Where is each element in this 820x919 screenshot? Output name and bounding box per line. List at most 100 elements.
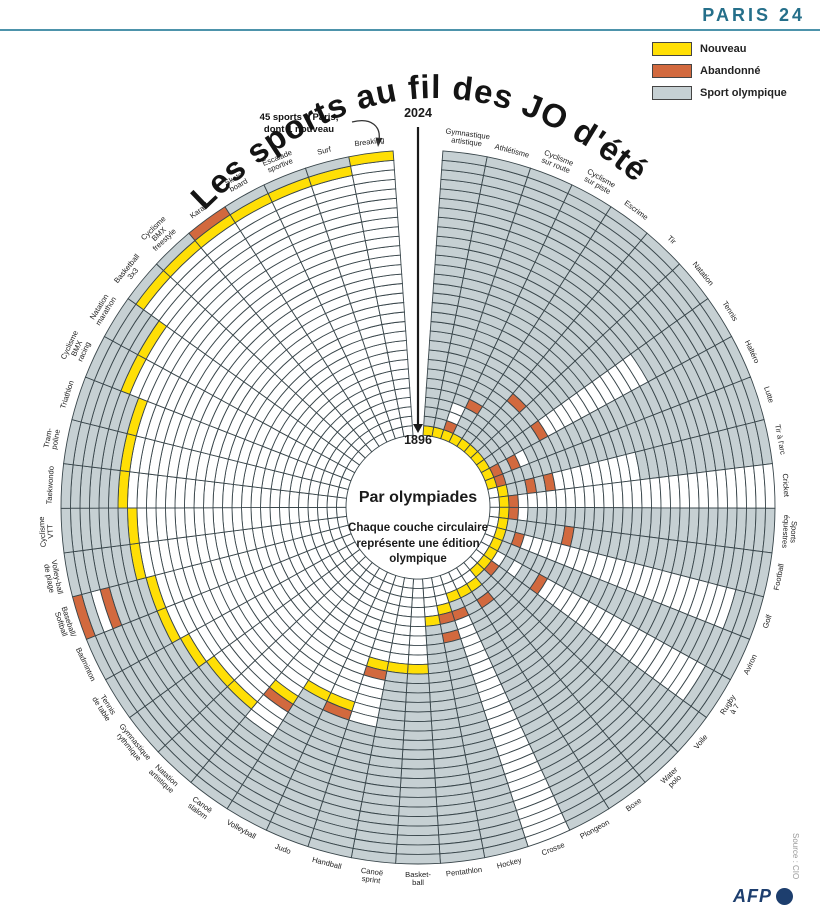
cell-Cyclisme VTT-1924 xyxy=(279,507,291,526)
cell-Basket-ball-1988 xyxy=(400,768,436,779)
legend-swatch-sport-olympique xyxy=(652,86,692,100)
sport-label-Cricket: Cricket xyxy=(781,473,791,498)
sport-label-Crosse: Crosse xyxy=(540,840,566,857)
cell-Basket-ball-1936 xyxy=(407,663,429,675)
sport-label-Canoë sprint: Canoësprint xyxy=(359,866,383,886)
cell-Basket-ball-1952 xyxy=(405,682,431,694)
cell-Basket-ball-1896 xyxy=(412,578,424,589)
cell-Taekwondo-1936 xyxy=(250,486,263,509)
center-caption-heading: Par olympiades xyxy=(358,489,478,506)
cell-Sports équestres-1920 xyxy=(535,506,548,525)
cell-Basket-ball-2008 xyxy=(397,815,439,827)
cell-Sports équestres-1936 xyxy=(573,507,586,530)
cell-Sports équestres-1928 xyxy=(554,507,567,527)
sport-label-Sports équestres: Sportséquestres xyxy=(780,514,799,549)
cell-Basket-ball-2020 xyxy=(395,843,441,855)
sport-label-Canoë slalom: Canoëslalom xyxy=(186,794,214,821)
cell-Basket-ball-2004 xyxy=(398,805,438,817)
cell-Cyclisme VTT-1952 xyxy=(231,507,244,532)
cell-Pentathlon-1900 xyxy=(422,586,436,599)
cell-Cricket-1924 xyxy=(545,489,557,508)
cell-Taekwondo-1932 xyxy=(260,487,272,509)
year-2024-label: 2024 xyxy=(404,106,432,120)
sport-label-Basket-ball: Basket-ball xyxy=(405,870,431,887)
sport-label-Hockey: Hockey xyxy=(496,855,523,870)
cell-Basket-ball-2012 xyxy=(396,824,440,836)
cell-Basket-ball-1996 xyxy=(399,786,437,798)
sport-label-Aviron: Aviron xyxy=(742,653,759,676)
legend-label: Sport olympique xyxy=(700,87,787,99)
cell-Basket-ball-1924 xyxy=(408,635,428,646)
cell-Basket-ball-1964 xyxy=(404,711,432,722)
cell-Sports équestres-1924 xyxy=(545,507,557,526)
cell-Taekwondo-1912 xyxy=(298,492,310,508)
cell-Sports équestres-1908 xyxy=(517,506,529,522)
sport-label-Athlétisme: Athlétisme xyxy=(494,142,531,160)
cell-Cyclisme VTT-1948 xyxy=(241,507,253,531)
cell-Cricket-1912 xyxy=(526,492,538,508)
axis-arrowhead-icon xyxy=(413,424,423,433)
cell-Basket-ball-1920 xyxy=(409,625,427,637)
cell-Cricket-1956 xyxy=(602,482,614,509)
cell-Basket-ball-2000 xyxy=(398,796,438,808)
cell-Cricket-1908 xyxy=(517,493,529,508)
cell-Basket-ball-1928 xyxy=(408,644,428,656)
sport-label-Surf: Surf xyxy=(316,144,333,156)
cell-Taekwondo-1904 xyxy=(317,494,329,508)
cell-Basket-ball-1980 xyxy=(401,749,435,760)
cell-Cyclisme VTT-1904 xyxy=(317,506,329,521)
cell-Cricket-1948 xyxy=(583,485,595,509)
cell-Basket-ball-1948 xyxy=(406,673,430,684)
center-caption-body: Chaque couche circulaire représente une … xyxy=(348,522,488,566)
sport-label-Haltéro: Haltéro xyxy=(743,339,761,365)
sport-label-Baseball/Softball: Baseball/Softball xyxy=(52,605,78,641)
sport-label-Tennis: Tennis xyxy=(720,299,739,323)
sport-label-Lutte: Lutte xyxy=(762,385,776,404)
sport-label-Judo: Judo xyxy=(274,842,293,856)
cell-Pentathlon-1896 xyxy=(422,577,434,589)
sport-label-Handball: Handball xyxy=(311,855,343,871)
sport-label-Tir: Tir xyxy=(665,234,678,247)
sport-label-Football: Football xyxy=(772,563,786,592)
cell-Cricket-1952 xyxy=(592,483,605,509)
cell-Taekwondo-1924 xyxy=(279,489,291,508)
cell-Cricket-1964 xyxy=(620,480,633,509)
cell-Basket-ball-1956 xyxy=(405,692,431,703)
legend-label: Nouveau xyxy=(700,43,747,55)
cell-Taekwondo-1964 xyxy=(203,480,216,509)
cell-Cyclisme VTT-1956 xyxy=(222,507,235,533)
cell-Taekwondo-1928 xyxy=(269,488,282,508)
cell-Basket-ball-1932 xyxy=(407,654,429,665)
annotation-arrow-icon xyxy=(351,120,380,141)
afp-logo-text: AFP xyxy=(733,886,772,906)
sport-label-Gymnastique artistique: Gymnastiqueartistique xyxy=(444,126,491,149)
cell-Sports équestres-1948 xyxy=(583,507,595,531)
cell-Taekwondo-1956 xyxy=(222,482,234,509)
cell-Breaking-2024 xyxy=(348,150,395,167)
cell-Cricket-1904 xyxy=(507,494,519,508)
legend-item-nouveau: Nouveau xyxy=(652,42,787,56)
annotation-arrowhead-icon xyxy=(375,137,383,147)
source-credit: Source : CIO xyxy=(791,833,800,880)
sport-label-Voile: Voile xyxy=(692,733,709,751)
cell-Basket-ball-1900 xyxy=(411,587,425,599)
cell-Basket-ball-1968 xyxy=(403,720,433,732)
legend-item-abandonne: Abandonné xyxy=(652,64,787,78)
paris24-logo: PARIS 24 xyxy=(702,5,805,25)
cell-Cyclisme VTT-1936 xyxy=(250,507,263,530)
cell-Cyclisme VTT-1928 xyxy=(269,507,282,527)
cell-Basket-ball-1976 xyxy=(402,739,434,751)
cell-Taekwondo-1908 xyxy=(307,493,319,508)
cell-Cricket-1936 xyxy=(573,486,586,509)
cell-Basket-ball-1984 xyxy=(401,758,435,770)
cell-Cricket-1920 xyxy=(536,490,548,508)
sport-label-Boxe: Boxe xyxy=(624,796,643,813)
afp-globe-icon xyxy=(776,888,793,905)
cell-Basket-ball-1904 xyxy=(411,597,425,608)
cell-Sports équestres-1932 xyxy=(564,507,576,528)
cell-Taekwondo-1920 xyxy=(288,490,300,508)
cell-Basket-ball-2024 xyxy=(395,853,441,865)
sport-label-Volley-ball de plage: Volley-ballde plage xyxy=(42,559,65,597)
sport-label-Cyclisme BMX racing: CyclismeBMXracing xyxy=(59,329,95,367)
